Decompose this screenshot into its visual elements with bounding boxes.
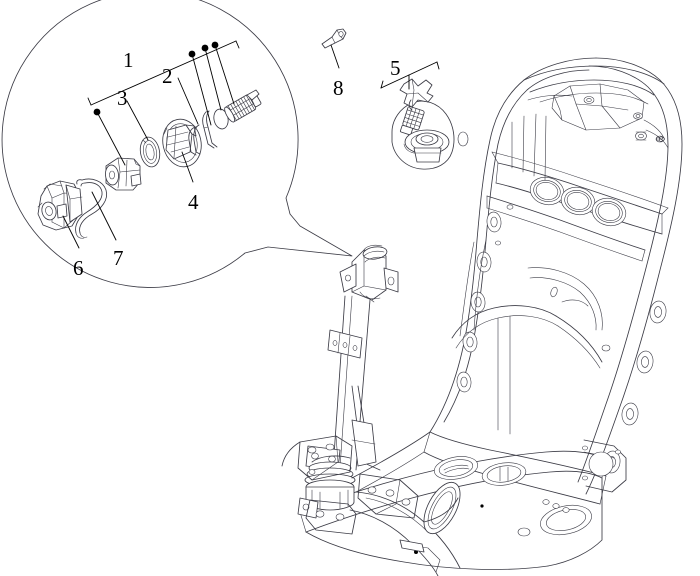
part-4-lock-cap [162, 118, 202, 168]
part-6-switch-connector [37, 180, 83, 231]
callout-label-5: 5 [390, 56, 401, 80]
callout-label-8: 8 [333, 76, 344, 100]
part-1-lock-body [105, 157, 142, 191]
frame-assembly [281, 57, 683, 576]
footboard-cross-member [297, 435, 461, 576]
part-5-steering-lock-bracket [391, 78, 455, 170]
steering-column [297, 244, 399, 519]
leader-callout-3 [126, 100, 149, 141]
part-3-seal-ring [139, 136, 161, 168]
leader-callout-8 [330, 44, 340, 69]
leader-callout-1 [87, 40, 240, 166]
part-1-cylinder-and-ring [213, 89, 262, 130]
part-8-key [321, 28, 347, 49]
callout-label-7: 7 [113, 246, 124, 270]
callout-label-6: 6 [73, 256, 84, 280]
leader-callout-7 [91, 191, 117, 241]
leader-callout-5 [380, 61, 440, 90]
callout-label-4: 4 [188, 190, 199, 214]
callout-label-2: 2 [162, 64, 173, 88]
callout-label-3: 3 [117, 86, 128, 110]
leader-callout-6 [62, 215, 80, 249]
callout-label-1: 1 [123, 48, 134, 72]
detail-circle-outline [1, 0, 353, 288]
leader-callout-4 [181, 151, 194, 183]
leader-callout-1-dots [188, 41, 235, 126]
leader-callout-2 [177, 77, 199, 125]
